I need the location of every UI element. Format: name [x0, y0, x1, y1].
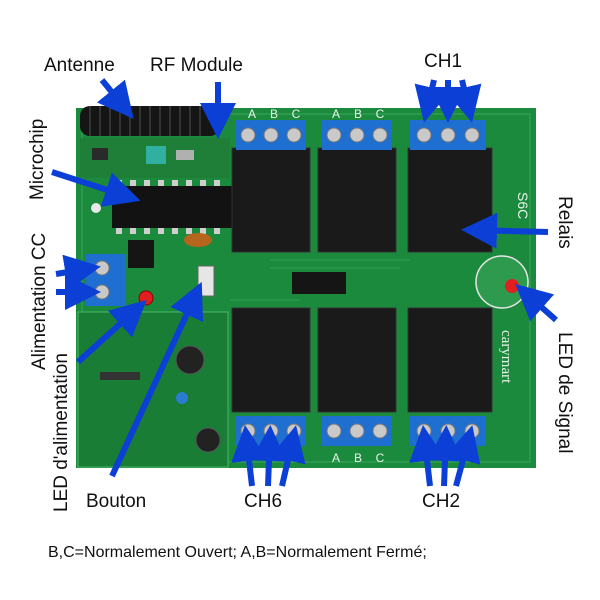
label-ch1: CH1 [424, 51, 463, 72]
rf-module [80, 138, 230, 178]
antenna-coil [80, 106, 220, 136]
power-terminal [86, 254, 126, 306]
terminal-letter: A [332, 451, 340, 465]
terminal-letter: A [248, 107, 256, 121]
label-microchip: Microchip [27, 118, 48, 200]
label-led-signal: LED de Signal [554, 332, 575, 454]
annotation-arrows [51, 78, 558, 487]
board-model: S6C [515, 192, 531, 219]
relay-4 [231, 307, 311, 413]
small-ic [292, 272, 346, 294]
terminal-letter: B [354, 107, 362, 121]
label-antenne: Antenne [44, 55, 115, 76]
relay-1 [231, 147, 311, 253]
label-rf-module: RF Module [150, 55, 243, 76]
terminal-letter: C [376, 107, 385, 121]
label-led-alim: LED d'alimentation [51, 353, 72, 512]
relay-5 [317, 307, 397, 413]
terminals-top [236, 120, 486, 150]
terminal-letter: C [292, 107, 301, 121]
label-relais: Relais [554, 196, 575, 249]
microchip [112, 180, 232, 234]
label-ch2: CH2 [422, 491, 461, 512]
terminal-letter: A [332, 107, 340, 121]
terminal-letter: B [270, 107, 278, 121]
relay-2 [317, 147, 397, 253]
relay-3 [407, 147, 493, 253]
relay-6 [407, 307, 493, 413]
contact-note: B,C=Normalement Ouvert; A,B=Normalement … [48, 544, 427, 561]
power-led [138, 290, 154, 306]
label-ch6: CH6 [244, 491, 283, 512]
terminal-letter: B [354, 451, 362, 465]
board-brand: carymart [498, 330, 514, 384]
terminal-letter: C [376, 451, 385, 465]
relays [231, 147, 493, 413]
label-bouton: Bouton [86, 491, 147, 512]
label-alimentation: Alimentation CC [29, 232, 50, 370]
signal-led [475, 255, 529, 309]
